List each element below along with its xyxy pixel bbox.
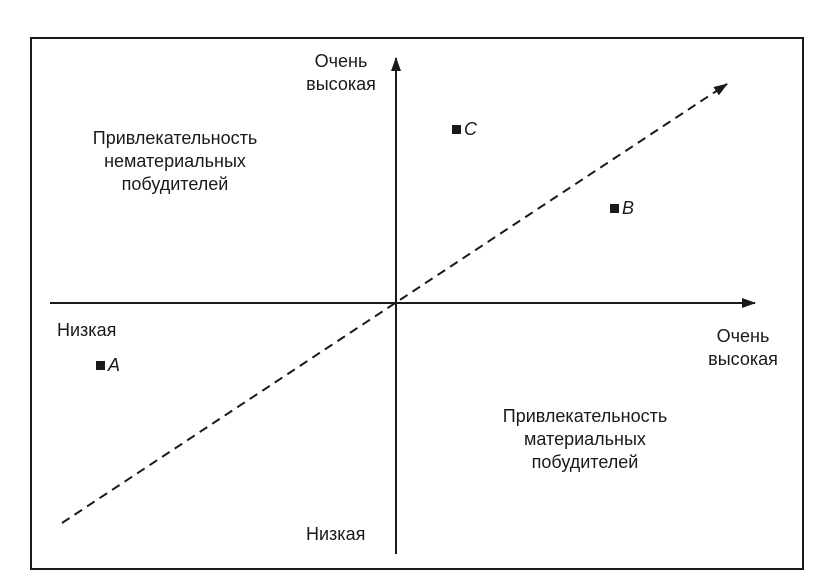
trend-line-dashed — [61, 83, 728, 524]
point-c: C — [452, 119, 477, 139]
point-a-label: A — [108, 355, 121, 375]
square-marker-icon — [610, 203, 619, 213]
quadrant-label-intangible: Привлекательность нематериальных побудит… — [92, 128, 258, 194]
point-a: A — [96, 355, 120, 375]
x-axis-right-label: Очень высокая — [708, 326, 778, 369]
diagram-frame — [30, 37, 804, 570]
y-axis-top-label: Очень высокая — [306, 51, 376, 94]
quadrant-label-material: Привлекательность материальных побудител… — [502, 406, 668, 472]
y-axis-bottom-label: Низкая — [306, 524, 366, 544]
point-b: B — [610, 198, 634, 218]
x-axis-left-label: Низкая — [57, 320, 117, 340]
point-b-label: B — [622, 198, 635, 218]
square-marker-icon — [452, 124, 461, 134]
point-c-label: C — [464, 119, 477, 139]
square-marker-icon — [96, 360, 105, 370]
